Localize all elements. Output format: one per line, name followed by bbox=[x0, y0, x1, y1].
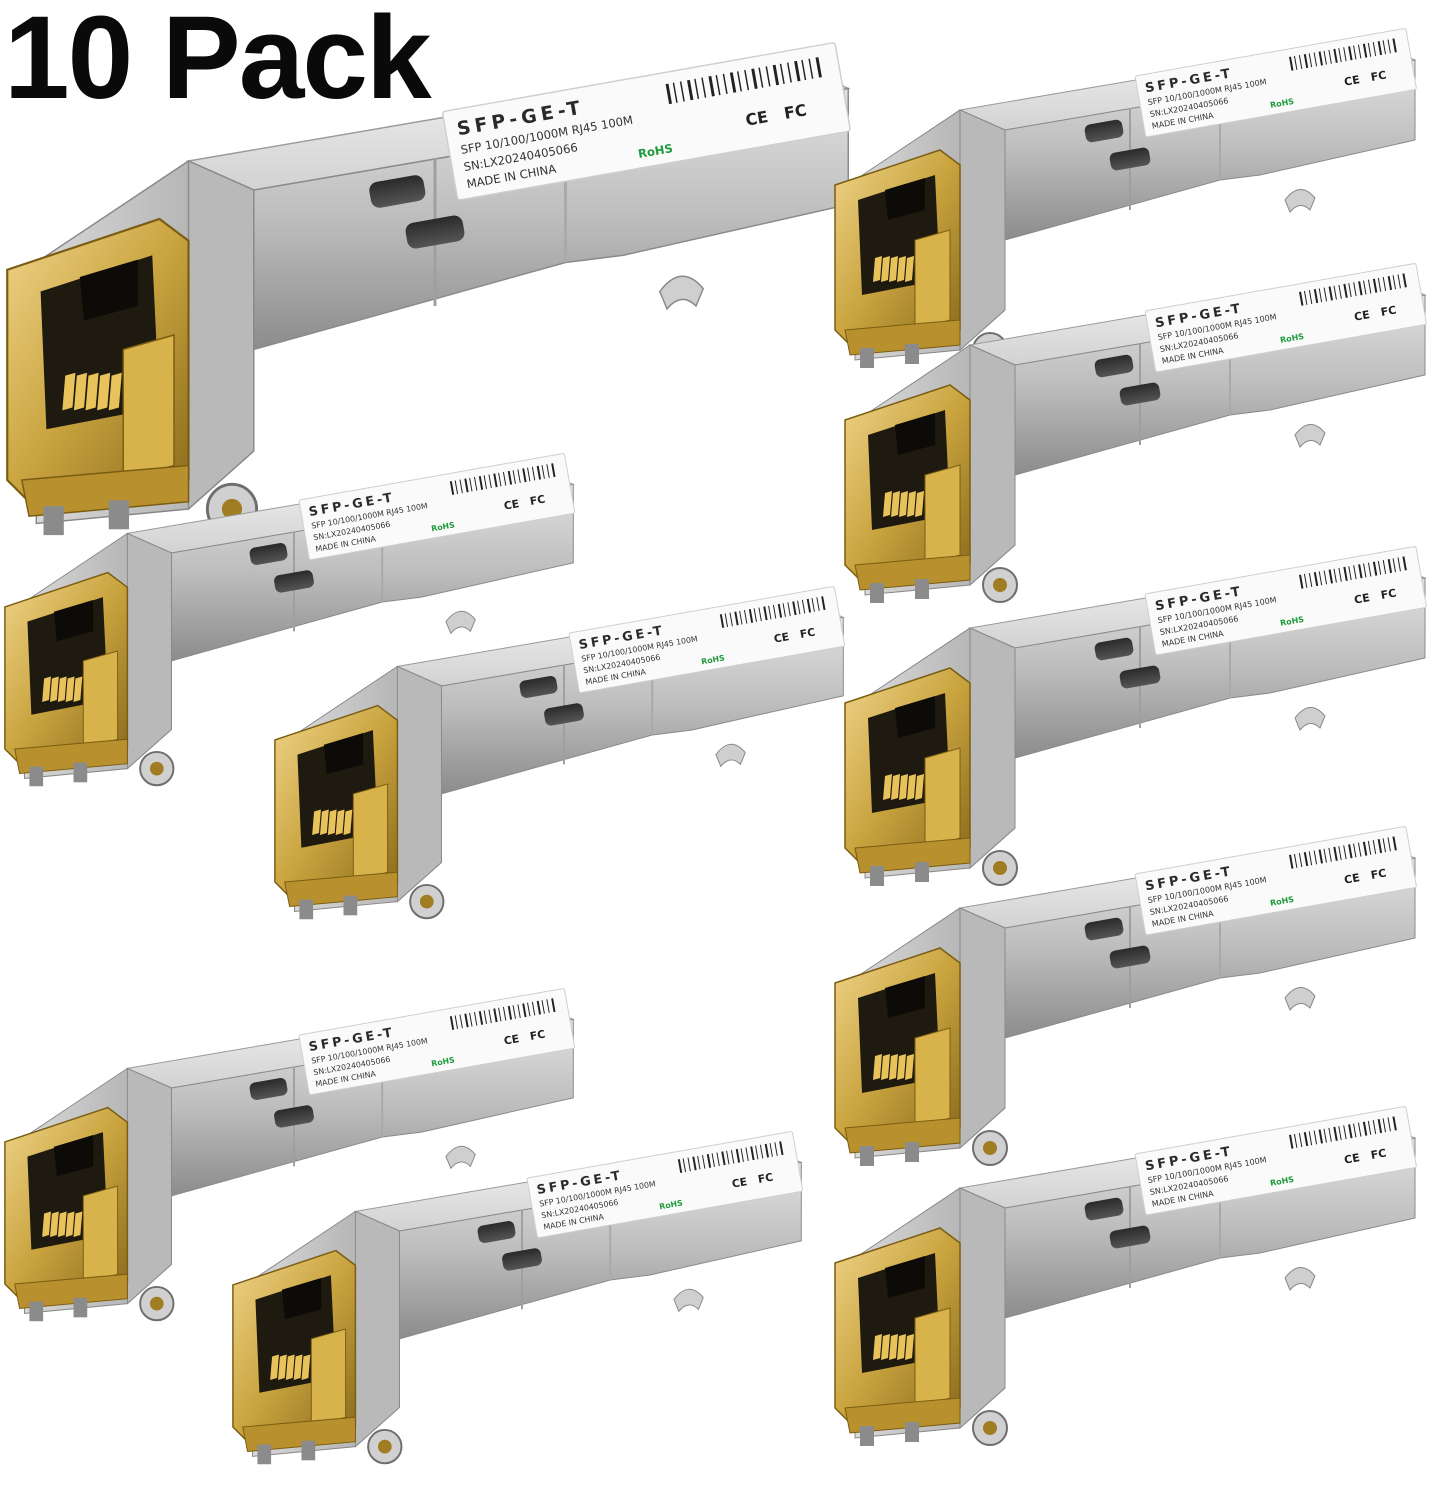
clip-slot-icon bbox=[1084, 1197, 1124, 1221]
label-rohs-text: RoHS bbox=[701, 653, 726, 666]
barcode-icon bbox=[1299, 273, 1407, 306]
barcode-icon bbox=[1299, 556, 1407, 589]
label-ce-mark: CE bbox=[773, 630, 790, 645]
rj45-jack-icon bbox=[4, 571, 129, 787]
barcode-icon bbox=[1289, 38, 1397, 71]
label-fcc-mark: FC bbox=[1370, 1146, 1388, 1162]
clip-slot-icon bbox=[369, 175, 426, 208]
pack-count-headline: 10 Pack bbox=[4, 0, 432, 124]
rj45-jack-icon bbox=[4, 1106, 129, 1322]
label-fcc-mark: FC bbox=[757, 1170, 774, 1185]
label-ce-mark: CE bbox=[1343, 1151, 1361, 1167]
label-fcc-mark: FC bbox=[529, 1027, 546, 1042]
barcode-icon bbox=[719, 596, 826, 628]
clip-slot-icon bbox=[502, 1248, 542, 1271]
rj45-jack-icon bbox=[844, 667, 971, 886]
label-rohs-text: RoHS bbox=[431, 520, 456, 533]
label-fcc-mark: FC bbox=[529, 492, 546, 507]
clip-slot-icon bbox=[1119, 382, 1161, 406]
label-rohs-text: RoHS bbox=[1279, 615, 1305, 628]
label-rohs-text: RoHS bbox=[637, 141, 674, 161]
label-fcc-mark: FC bbox=[1370, 866, 1388, 882]
label-rohs-text: RoHS bbox=[1269, 895, 1295, 908]
clip-slot-icon bbox=[274, 1105, 314, 1128]
rj45-jack-icon bbox=[834, 149, 961, 368]
label-ce-mark: CE bbox=[503, 497, 520, 512]
clip-slot-icon bbox=[1109, 147, 1151, 171]
rj45-jack-icon bbox=[6, 217, 190, 536]
label-fcc-mark: FC bbox=[1370, 68, 1388, 84]
clip-slot-icon bbox=[1109, 945, 1151, 969]
clip-slot-icon bbox=[1084, 119, 1124, 143]
barcode-icon bbox=[449, 463, 556, 495]
label-rohs-text: RoHS bbox=[1269, 97, 1295, 110]
clip-slot-icon bbox=[519, 675, 558, 698]
rj45-jack-icon bbox=[232, 1249, 357, 1465]
barcode-icon bbox=[665, 57, 822, 105]
label-ce-mark: CE bbox=[1343, 73, 1361, 89]
clip-slot-icon bbox=[1094, 354, 1134, 378]
clip-slot-icon bbox=[249, 542, 288, 565]
label-ce-mark: CE bbox=[731, 1175, 748, 1190]
label-rohs-text: RoHS bbox=[1279, 332, 1305, 345]
label-rohs-text: RoHS bbox=[431, 1055, 456, 1068]
clip-slot-icon bbox=[544, 703, 584, 726]
clip-slot-icon bbox=[477, 1220, 516, 1243]
clip-slot-icon bbox=[1084, 917, 1124, 941]
label-rohs-text: RoHS bbox=[1269, 1175, 1295, 1188]
label-ce-mark: CE bbox=[1343, 871, 1361, 887]
rj45-jack-icon bbox=[844, 384, 971, 603]
rj45-jack-icon bbox=[834, 1227, 961, 1446]
label-rohs-text: RoHS bbox=[659, 1198, 684, 1211]
clip-slot-icon bbox=[405, 215, 465, 249]
label-fcc-mark: FC bbox=[1380, 586, 1398, 602]
rj45-jack-icon bbox=[834, 947, 961, 1166]
label-ce-mark: CE bbox=[503, 1032, 520, 1047]
label-ce-mark: CE bbox=[744, 107, 770, 130]
label-ce-mark: CE bbox=[1353, 591, 1371, 607]
barcode-icon bbox=[677, 1141, 784, 1173]
label-fcc-mark: FC bbox=[1380, 303, 1398, 319]
barcode-icon bbox=[449, 998, 556, 1030]
clip-slot-icon bbox=[274, 570, 314, 593]
barcode-icon bbox=[1289, 1116, 1397, 1149]
clip-slot-icon bbox=[1109, 1225, 1151, 1249]
rj45-jack-icon bbox=[274, 704, 399, 920]
clip-slot-icon bbox=[1094, 637, 1134, 661]
label-ce-mark: CE bbox=[1353, 308, 1371, 324]
label-fcc-mark: FC bbox=[783, 100, 809, 123]
clip-slot-icon bbox=[249, 1077, 288, 1100]
clip-slot-icon bbox=[1119, 665, 1161, 689]
barcode-icon bbox=[1289, 836, 1397, 869]
label-fcc-mark: FC bbox=[799, 625, 816, 640]
